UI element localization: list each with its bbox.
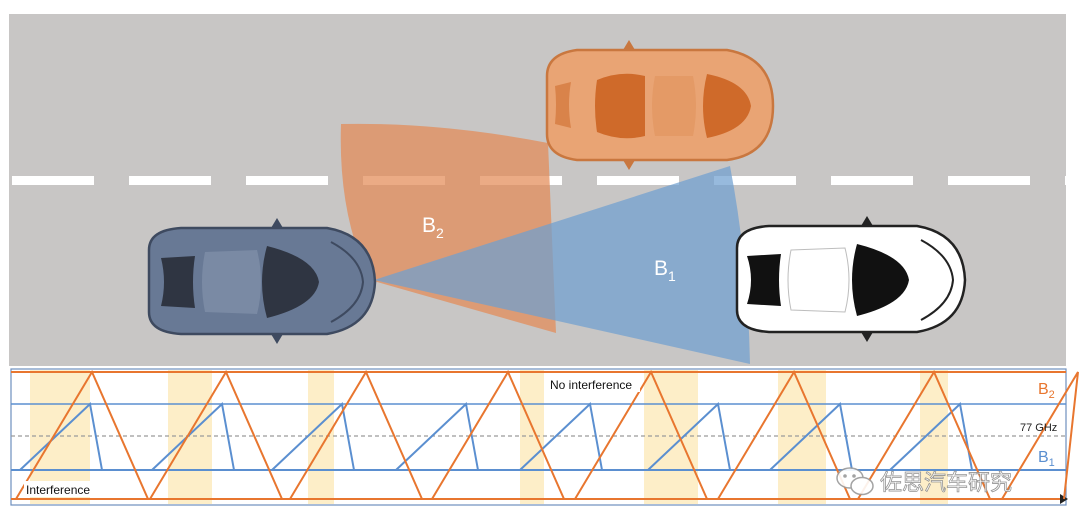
chirp-b1 <box>271 402 355 471</box>
chirp-b2 <box>1001 371 1079 500</box>
lane-dash <box>12 176 94 185</box>
lane-dash <box>246 176 328 185</box>
radar-beam-b1 <box>374 166 750 364</box>
chirp-timing-diagram: No interference Interference 77 GHz B2 B… <box>10 368 1079 506</box>
car-other-lane <box>545 40 775 170</box>
freq-77ghz-label: 77 GHz <box>1020 422 1057 434</box>
car-ahead <box>735 216 967 342</box>
lane-dash <box>597 176 679 185</box>
interference-zone <box>168 370 212 504</box>
b2-chirp-label: B2 <box>1038 381 1055 401</box>
chirp-b1 <box>395 402 479 471</box>
interference-zone <box>520 370 544 504</box>
chirp-b2 <box>431 369 565 500</box>
chirp-b1 <box>19 402 103 471</box>
chirp-b1 <box>151 402 235 471</box>
road-scene: B2 B1 <box>9 14 1080 366</box>
interference-zone <box>308 370 334 504</box>
chirps-b2 <box>15 369 1079 500</box>
interference-label: Interference <box>26 483 90 497</box>
beam-b1-label: B1 <box>654 257 676 284</box>
no-interference-label-bg <box>548 376 640 392</box>
wechat-icon <box>836 467 874 496</box>
no-interference-label: No interference <box>550 378 632 392</box>
b1-chirp-label: B1 <box>1038 449 1055 469</box>
interference-label-bg <box>24 481 98 497</box>
lane-dash <box>714 176 796 185</box>
chirp-b2 <box>717 369 851 500</box>
chirp-b2 <box>857 369 991 500</box>
chirp-b1 <box>769 402 853 471</box>
watermark-text: 佐思汽车研究 <box>880 470 1012 495</box>
chirp-b2 <box>289 369 423 500</box>
chirp-b2 <box>149 369 283 500</box>
beam-b2-label: B2 <box>422 214 444 241</box>
lane-dash <box>948 176 1030 185</box>
chirp-b2 <box>15 369 149 500</box>
lane-dash <box>129 176 211 185</box>
chirp-b1 <box>519 402 603 471</box>
chirp-b1 <box>647 402 731 471</box>
chirps-b1 <box>19 402 973 471</box>
interference-zone <box>644 370 698 504</box>
lane-dash <box>831 176 913 185</box>
chirp-b2 <box>574 369 708 500</box>
watermark: 佐思汽车研究 <box>836 467 1012 496</box>
ego-car <box>147 218 377 344</box>
lane-dash <box>1065 176 1080 185</box>
